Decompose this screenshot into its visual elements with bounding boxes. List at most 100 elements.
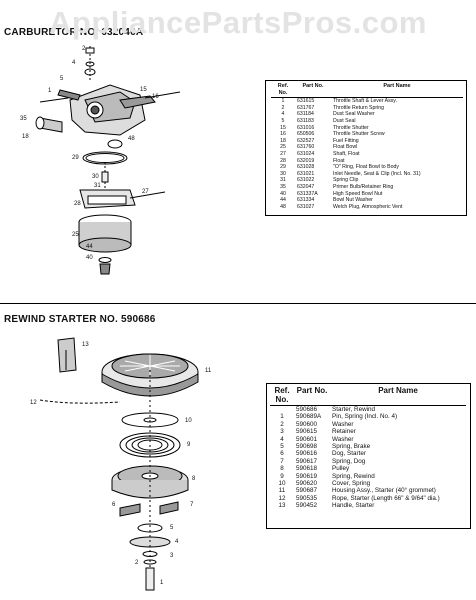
part-name-cell: Throttle Return Spring xyxy=(333,104,385,111)
part-name-cell: Spring, Rewind xyxy=(332,472,375,480)
carb-callout-4: 4 xyxy=(72,60,76,66)
part-no-cell: 590619 xyxy=(296,472,318,480)
ref-cell: 48 xyxy=(280,203,286,210)
carb-callout-30: 30 xyxy=(92,174,99,180)
part-name-cell: Housing Assy., Starter (40° grommet) xyxy=(332,487,436,495)
col-part-no: Part No. xyxy=(295,83,331,99)
carb-callout-31: 31 xyxy=(94,183,101,189)
col-ref: Ref. No. xyxy=(270,386,294,406)
part-no-cell: 631028 xyxy=(297,164,315,171)
carb-callout-5: 5 xyxy=(60,76,64,82)
col-part-name: Part Name xyxy=(330,386,466,406)
ref-cell: 29 xyxy=(280,164,286,171)
part-no-cell: 590698 xyxy=(296,443,318,451)
rew-callout-1: 1 xyxy=(160,580,164,586)
carb-callout-25: 25 xyxy=(72,232,79,238)
ref-cell: 18 xyxy=(280,137,286,144)
part-no-cell: 590601 xyxy=(296,435,318,443)
col-part-no: Part No. xyxy=(294,386,330,406)
carb-callout-1: 1 xyxy=(48,88,52,94)
part-no-cell: 590452 xyxy=(296,502,318,510)
carb-callout-35: 35 xyxy=(20,116,27,122)
part-name-cell: Fuel Fitting xyxy=(333,137,359,144)
carb-callout-15: 15 xyxy=(140,87,147,93)
ref-cell: 9 xyxy=(280,472,284,480)
ref-cell: 1 xyxy=(280,413,284,421)
part-no-cell: 590618 xyxy=(296,465,318,473)
table-row: 18 632527 Fuel Fitting xyxy=(271,138,463,145)
table-row: 1 590689A Pin, Spring (Incl. No. 4) xyxy=(270,413,466,420)
part-name-cell: Cover, Spring xyxy=(332,480,371,488)
rew-callout-3: 3 xyxy=(170,553,174,559)
part-no-cell: 631760 xyxy=(297,144,315,151)
ref-cell: 30 xyxy=(280,170,286,177)
part-no-cell: 590617 xyxy=(296,457,318,465)
part-name-cell: Inlet Needle, Seat & Clip (Incl. No. 31) xyxy=(333,170,421,177)
rew-callout-11: 11 xyxy=(205,368,212,374)
part-name-cell: Throttle Shutter xyxy=(333,124,369,131)
ref-cell: 31 xyxy=(280,177,286,184)
part-name-cell: High Speed Bowl Nut xyxy=(333,190,383,197)
part-no-cell: 631767 xyxy=(297,104,315,111)
ref-cell: 2 xyxy=(281,104,285,111)
part-no-cell: 631334 xyxy=(297,197,315,204)
ref-cell: 1 xyxy=(281,98,285,105)
col-part-name: Part Name xyxy=(331,83,463,99)
carb-callout-16: 16 xyxy=(152,94,159,100)
ref-cell: 28 xyxy=(280,157,286,164)
ref-cell: 44 xyxy=(280,197,286,204)
part-no-cell: 590535 xyxy=(296,494,318,502)
part-name-cell: Dog, Starter xyxy=(332,450,366,458)
part-name-cell: Bowl Nut Washer xyxy=(333,197,373,204)
carb-callout-27: 27 xyxy=(142,189,149,195)
carburetor-table-frame xyxy=(265,80,467,216)
ref-cell: 25 xyxy=(280,144,286,151)
ref-cell: 10 xyxy=(278,480,286,488)
part-name-cell: Float Bowl xyxy=(333,144,358,151)
col-ref: Ref. No. xyxy=(271,83,295,99)
part-no-cell: 631337A xyxy=(297,190,318,197)
ref-cell: 15 xyxy=(280,124,286,131)
carb-callout-29: 29 xyxy=(72,155,79,161)
part-name-cell: Pin, Spring (Incl. No. 4) xyxy=(332,413,398,421)
ref-cell: 27 xyxy=(280,150,286,157)
part-no-cell: 632527 xyxy=(297,137,315,144)
carb-callout-28: 28 xyxy=(74,201,81,207)
ref-cell: 13 xyxy=(278,502,286,510)
ref-cell: 5 xyxy=(280,443,284,451)
part-no-cell: 631615 xyxy=(297,98,315,105)
part-name-cell: Dust Seal Washer xyxy=(333,111,375,118)
part-no-cell: 590689A xyxy=(296,413,322,421)
rewind-title: REWIND STARTER NO. 590686 xyxy=(4,314,156,325)
carb-callout-40: 40 xyxy=(86,255,93,261)
ref-cell: 6 xyxy=(280,450,284,458)
ref-cell: 2 xyxy=(280,420,284,428)
rew-callout-6: 6 xyxy=(112,502,116,508)
rewind-table-frame xyxy=(266,383,471,529)
ref-cell: 11 xyxy=(278,487,286,495)
part-name-cell: Throttle Shutter Screw xyxy=(333,131,385,138)
part-name-cell: Float xyxy=(333,157,345,164)
section-divider xyxy=(0,303,476,304)
rew-callout-5: 5 xyxy=(170,525,174,531)
ref-cell xyxy=(270,406,294,414)
